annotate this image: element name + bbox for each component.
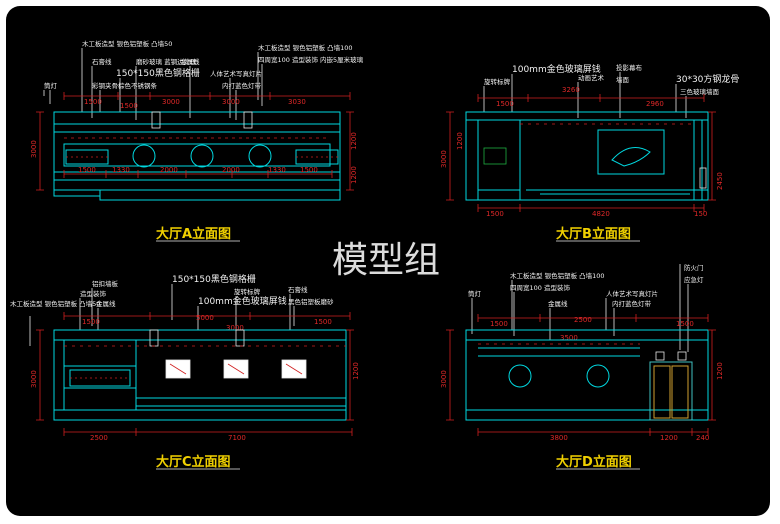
dim-c-bot-0: 2500 (90, 434, 108, 442)
label-c-2: 铝扣墙板 (92, 279, 119, 288)
label-a-11: 内打蓝色灯带 (222, 81, 262, 90)
label-c-4: 木工板造型 银色铝塑板 凸墙50 (10, 299, 100, 308)
label-b-7: 三色玻璃墙面 (680, 87, 720, 96)
cad-drawing-frame: 木工板造型 银色铝塑板 凸墙50 石膏线 磨砂玻璃 蓝钢边处理 150*150黑… (6, 6, 770, 516)
dim-b-bot-2: 150 (694, 210, 707, 218)
dim-b-top-0: 1500 (496, 100, 514, 108)
label-d-4: 木工板造型 银色铝塑板 凸墙100 (510, 271, 605, 280)
dim-d-top-3: 1500 (676, 320, 694, 328)
dim-a-bot-5: 1500 (300, 166, 318, 174)
dim-b-top-1: 3260 (562, 86, 580, 94)
label-b-1: 100mm金色玻璃屏钱 (512, 63, 601, 75)
label-c-8: 石膏线 (288, 285, 308, 294)
elevation-a: 木工板造型 银色铝塑板 凸墙50 石膏线 磨砂玻璃 蓝钢边处理 150*150黑… (30, 39, 364, 242)
dim-a-top-1: 1500 (120, 102, 138, 110)
dim-d-side-1: 1200 (716, 362, 724, 380)
label-c-1: 150*150黑色钢格栅 (172, 273, 256, 285)
dim-a-side-0: 3000 (30, 140, 38, 158)
dim-a-top-4: 3030 (288, 98, 306, 106)
label-a-1: 木工板造型 银色铝塑板 凸墙50 (82, 39, 172, 48)
dim-c-side-0: 3000 (30, 370, 38, 388)
label-d-2: 应急灯 (684, 275, 704, 284)
dim-a-bot-1: 1330 (112, 166, 130, 174)
label-a-4: 150*150黑色钢格栅 (116, 67, 200, 79)
label-b-4: 投影幕布 (616, 63, 643, 72)
label-b-6: 30*30方钢龙骨 (676, 73, 739, 85)
dim-c-side-1: 1200 (352, 362, 360, 380)
label-c-5: 金属线 (96, 299, 116, 308)
dim-c-bot-1: 7100 (228, 434, 246, 442)
dim-d-bot-1: 1200 (660, 434, 678, 442)
label-b-3: 动画艺术 (578, 73, 605, 82)
label-c-9: 黑色铝塑板磨砂 (288, 297, 334, 306)
dim-d-top-1: 2500 (574, 316, 592, 324)
label-a-8: 木工板造型 银色铝塑板 凸墙100 (258, 43, 353, 52)
label-d-3: 筒灯 (468, 289, 482, 298)
dim-a-bot-0: 1500 (78, 166, 96, 174)
label-d-7: 人体艺术写真灯片 (606, 289, 658, 298)
dim-b-bot-0: 1500 (486, 210, 504, 218)
cad-canvas: 木工板造型 银色铝塑板 凸墙50 石膏线 磨砂玻璃 蓝钢边处理 150*150黑… (10, 39, 739, 470)
label-a-3: 磨砂玻璃 蓝钢边处理 (136, 57, 197, 66)
label-d-5: 四周宽100 造型装饰 (510, 283, 570, 292)
dim-a-bot-2: 2000 (160, 166, 178, 174)
label-d-6: 金属线 (548, 299, 568, 308)
dim-c-top-1: 5000 (196, 314, 214, 322)
label-b-2: 旋转标牌 (484, 77, 511, 86)
label-c-7: 旋转标牌 (234, 287, 261, 296)
dim-b-side-2: 2450 (716, 172, 724, 190)
dim-a-top-2: 3000 (162, 98, 180, 106)
dim-a-side-2: 1200 (350, 166, 358, 184)
label-c-3: 造型装饰 (80, 289, 107, 298)
label-b-5: 墙面 (616, 75, 630, 84)
label-d-8: 内打蓝色灯带 (612, 299, 652, 308)
label-c-6: 100mm金色玻璃屏钱 (198, 295, 287, 307)
dim-b-bot-1: 4820 (592, 210, 610, 218)
title-a: 大厅A立面图 (156, 226, 231, 242)
title-c: 大厅C立面图 (156, 454, 231, 470)
dim-c-top-0: 1500 (82, 318, 100, 326)
dim-a-bot-3: 2000 (222, 166, 240, 174)
dim-d-bot-2: 240 (696, 434, 709, 442)
dim-d-top-2: 3500 (560, 334, 578, 342)
dim-b-top-2: 2960 (646, 100, 664, 108)
dim-d-side-0: 3000 (440, 370, 448, 388)
dim-c-top-3: 1500 (314, 318, 332, 326)
dim-a-side-1: 1200 (350, 132, 358, 150)
label-a-10: 人体艺术写真灯片 (210, 69, 262, 78)
title-d: 大厅D立面图 (556, 454, 632, 470)
label-a-7: 金属线 (180, 57, 200, 66)
dim-c-top-2: 3000 (226, 324, 244, 332)
dim-b-side-0: 3000 (440, 150, 448, 168)
label-a-9: 四周宽100 造型装饰 内嵌5厘米玻璃 (258, 55, 364, 64)
elevation-b: 100mm金色玻璃屏钱 旋转标牌 动画艺术 投影幕布 墙面 30*30方钢龙骨 … (440, 63, 739, 242)
elevation-c: 150*150黑色钢格栅 铝扣墙板 造型装饰 木工板造型 银色铝塑板 凸墙50 … (10, 273, 360, 470)
label-d-1: 防火门 (684, 263, 704, 272)
dim-d-top-0: 1500 (490, 320, 508, 328)
dim-a-bot-4: 1330 (268, 166, 286, 174)
dim-d-bot-0: 3800 (550, 434, 568, 442)
elevation-d: 防火门 应急灯 筒灯 木工板造型 银色铝塑板 凸墙100 四周宽100 造型装饰… (440, 263, 724, 470)
watermark: 模型组 (332, 240, 440, 281)
dim-a-top-0: 1500 (84, 98, 102, 106)
label-a-2: 石膏线 (92, 57, 112, 66)
title-b: 大厅B立面图 (556, 226, 631, 242)
label-a-6: 筒灯 (44, 81, 58, 90)
label-a-5: 彩钢夹骨棕色不锈钢条 (92, 81, 158, 90)
dim-a-top-3: 3000 (222, 98, 240, 106)
dim-b-side-1: 1200 (456, 132, 464, 150)
